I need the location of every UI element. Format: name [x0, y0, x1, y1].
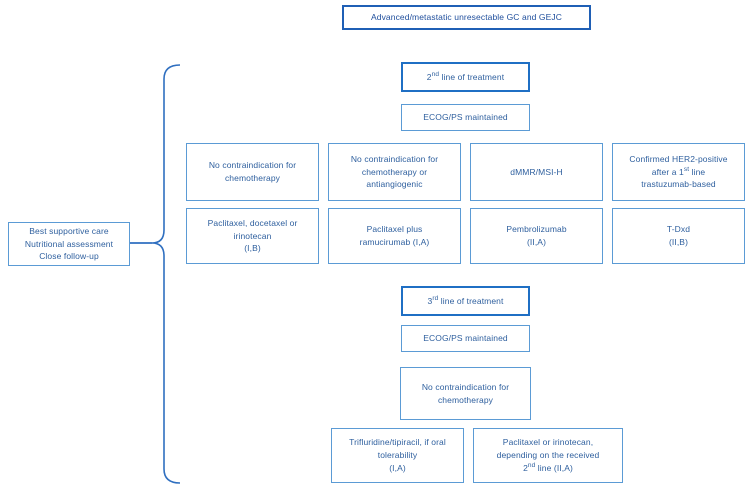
condition-no-contraindication-chemo: No contraindication for chemotherapy: [186, 143, 319, 201]
condition-line-3: antiangiogenic: [366, 179, 423, 190]
treatment-line-2: (II,A): [526, 237, 546, 247]
third-line-header-box: 3rd line of treatment: [401, 286, 530, 316]
second-line-sup: nd: [527, 462, 536, 470]
third-line-header-rest: line of treatment: [438, 295, 504, 306]
condition-line-3: trastuzumab-based: [641, 179, 716, 190]
treatment-t-dxd: T-Dxd (II,B): [612, 208, 745, 264]
treatment-line-3: (I,A): [389, 462, 406, 473]
treatment-line-2: tolerability: [377, 450, 418, 461]
treatment-paclitaxel-docetaxel-irinotecan: Paclitaxel, docetaxel or irinotecan (I,B…: [186, 208, 319, 264]
condition-no-contraindication-chemo-antiangiogenic: No contraindication for chemotherapy or …: [328, 143, 461, 201]
treatment-line-1: Paclitaxel plus: [366, 224, 423, 235]
treatment-line-1: T-Dxd: [666, 224, 691, 235]
second-line-header-sup: nd: [431, 70, 440, 78]
treatment-line-3: 2nd line (II,A): [523, 462, 573, 475]
diagnosis-title-label: Advanced/metastatic unresectable GC and …: [370, 12, 563, 23]
second-line-ecog-label: ECOG/PS maintained: [423, 112, 508, 123]
her2-sup: st: [683, 165, 690, 173]
treatment-line-2: (II,B): [668, 237, 688, 247]
condition-line-2: after a 1st line: [652, 166, 705, 179]
second-line-header-label: 2nd line of treatment: [407, 71, 524, 84]
treatment-line-3: (I,B): [244, 243, 261, 254]
condition-line-2: chemotherapy: [224, 173, 281, 183]
supportive-care-line-2: Nutritional assessment: [24, 238, 114, 249]
treatment-line-1: Trifluridine/tipiracil, if oral: [349, 437, 446, 448]
third-line-condition-box: No contraindication for chemotherapy: [400, 367, 531, 420]
third-line-ecog-box: ECOG/PS maintained: [401, 325, 530, 352]
main-brace-connector: [130, 64, 181, 484]
third-line-header-label: 3rd line of treatment: [407, 295, 524, 308]
condition-line-1: No contraindication for: [350, 153, 439, 164]
her2-sup-rest: line: [689, 166, 706, 177]
condition-line-2: chemotherapy: [437, 394, 494, 405]
second-line-header-prefix: 2: [426, 71, 432, 82]
treatment-paclitaxel-ramucirumab: Paclitaxel plus ramucirumab (I,A): [328, 208, 461, 264]
condition-line-1: Confirmed HER2-positive: [629, 153, 728, 164]
treatment-trifluridine-tipiracil: Trifluridine/tipiracil, if oral tolerabi…: [331, 428, 464, 483]
treatment-line-1: Paclitaxel or irinotecan,: [502, 437, 594, 448]
her2-sup-prefix: after a 1: [651, 166, 684, 177]
supportive-care-line-3: Close follow-up: [39, 251, 99, 262]
supportive-care-line-1: Best supportive care: [29, 225, 109, 236]
best-supportive-care-box: Best supportive care Nutritional assessm…: [8, 222, 130, 266]
third-line-header-sup: rd: [432, 294, 439, 302]
diagnosis-title-box: Advanced/metastatic unresectable GC and …: [342, 5, 591, 30]
second-line-header-rest: line of treatment: [439, 71, 505, 82]
condition-line-2: chemotherapy or: [361, 166, 428, 177]
condition-line-1: No contraindication for: [421, 381, 510, 392]
treatment-line-1: Paclitaxel, docetaxel or: [207, 217, 298, 228]
treatment-line-2: depending on the received: [496, 450, 600, 461]
treatment-line-2: irinotecan: [233, 230, 272, 241]
condition-line-1: No contraindication for: [208, 160, 297, 171]
treatment-line-2: ramucirumab (I,A): [359, 237, 430, 247]
condition-her2-positive: Confirmed HER2-positive after a 1st line…: [612, 143, 745, 201]
condition-line-1: dMMR/MSI-H: [510, 166, 563, 177]
treatment-pembrolizumab: Pembrolizumab (II,A): [470, 208, 603, 264]
condition-dmmr-msi-h: dMMR/MSI-H: [470, 143, 603, 201]
treatment-paclitaxel-or-irinotecan: Paclitaxel or irinotecan, depending on t…: [473, 428, 623, 483]
third-line-header-prefix: 3: [427, 295, 433, 306]
second-line-header-box: 2nd line of treatment: [401, 62, 530, 92]
second-line-sup-rest: line (II,A): [535, 462, 573, 473]
treatment-line-1: Pembrolizumab: [506, 224, 567, 235]
third-line-ecog-label: ECOG/PS maintained: [423, 333, 508, 344]
second-line-sup-prefix: 2: [523, 462, 528, 473]
second-line-ecog-box: ECOG/PS maintained: [401, 104, 530, 131]
